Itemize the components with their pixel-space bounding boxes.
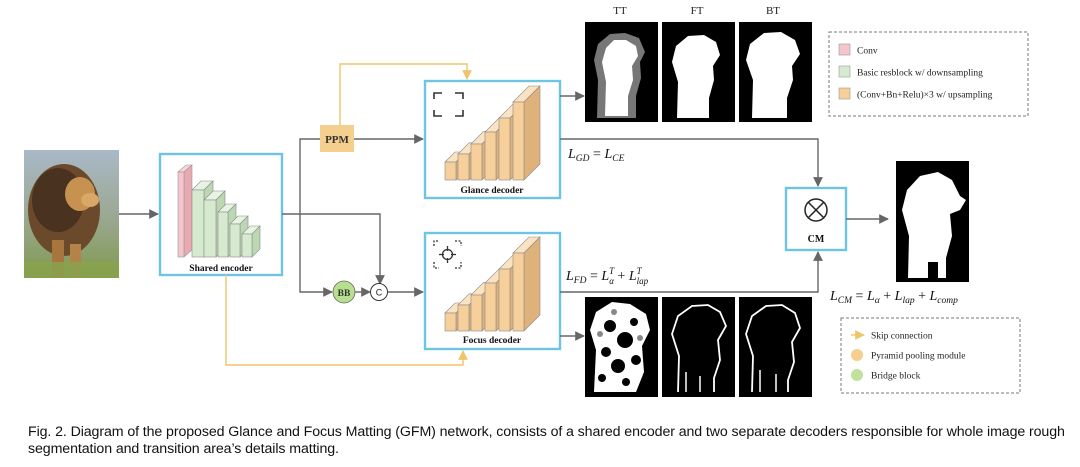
cm-loss-formula: LCM = Lα + Llap + Lcomp — [829, 289, 958, 306]
focus-output-bt — [739, 297, 812, 397]
legend-label: (Conv+Bn+Relu)×3 w/ upsampling — [857, 90, 993, 101]
glance-decoder-box: Glance decoder — [423, 79, 562, 200]
arrow-encoder-to-bb — [299, 214, 333, 297]
legend-item: Basic resblock w/ downsampling — [838, 65, 983, 79]
circle-icon — [851, 349, 863, 361]
column-label-tt: TT — [613, 5, 627, 17]
legend-item: Conv — [838, 43, 878, 57]
concat-label: C — [376, 288, 383, 298]
skip-connection-ppm-to-glance — [339, 63, 472, 125]
arrow-encoder-to-concat — [300, 213, 385, 285]
arrow-focus-to-cm — [560, 251, 823, 293]
legend-item: Skip connection — [851, 330, 933, 342]
legend-swatch — [838, 87, 851, 100]
glance-output-tt — [585, 22, 658, 122]
focus-output-tt — [585, 297, 658, 397]
glance-loss-formula: LGD = LCE — [567, 147, 625, 164]
ppm-block: PPM — [320, 125, 354, 152]
shared-encoder-label: Shared encoder — [189, 264, 253, 274]
focus-upsample-block-6 — [512, 236, 541, 332]
legend-label: Skip connection — [871, 332, 933, 342]
shared-encoder-box: Shared encoder — [158, 152, 284, 277]
focus-decoder-label: Focus decoder — [463, 336, 522, 346]
legend-label: Basic resblock w/ downsampling — [857, 69, 983, 79]
legend-label: Bridge block — [871, 372, 921, 382]
arrow-glance-to-cm — [560, 138, 823, 187]
encoder-resblock-5 — [241, 225, 261, 258]
final-alpha-matte — [896, 161, 969, 282]
focus-decoder-box: Focus decoder — [423, 231, 562, 351]
focus-icon — [433, 240, 462, 269]
ppm-label: PPM — [325, 134, 349, 146]
legend-swatch — [838, 43, 851, 56]
cm-box: CM — [784, 186, 848, 252]
figure-caption: Fig. 2. Diagram of the proposed Glance a… — [28, 424, 1065, 457]
circle-icon — [851, 369, 863, 381]
focus-output-ft — [662, 297, 735, 397]
glance-icon — [433, 92, 464, 117]
column-label-ft: FT — [691, 5, 704, 17]
column-label-bt: BT — [766, 5, 780, 17]
legend-label: Pyramid pooling module — [871, 352, 965, 362]
legend-item: Bridge block — [851, 369, 921, 382]
bb-label: BB — [338, 289, 351, 299]
multiply-icon — [804, 198, 828, 222]
legend-item: (Conv+Bn+Relu)×3 w/ upsampling — [838, 87, 993, 101]
legend-label: Conv — [857, 47, 878, 57]
cm-label: CM — [808, 234, 825, 245]
glance-output-ft — [662, 22, 735, 122]
skip-connection-encoder-to-focus — [225, 275, 468, 366]
legend-item: Pyramid pooling module — [851, 349, 965, 362]
glance-upsample-block-6 — [512, 85, 541, 181]
bb-block: BB — [332, 280, 356, 304]
arrow-encoder-to-ppm — [282, 138, 320, 215]
input-lion-image — [24, 150, 119, 278]
concat-node: C — [370, 283, 388, 301]
legend-swatch — [838, 65, 851, 78]
glance-decoder-label: Glance decoder — [460, 186, 524, 196]
glance-output-bt — [739, 22, 812, 122]
